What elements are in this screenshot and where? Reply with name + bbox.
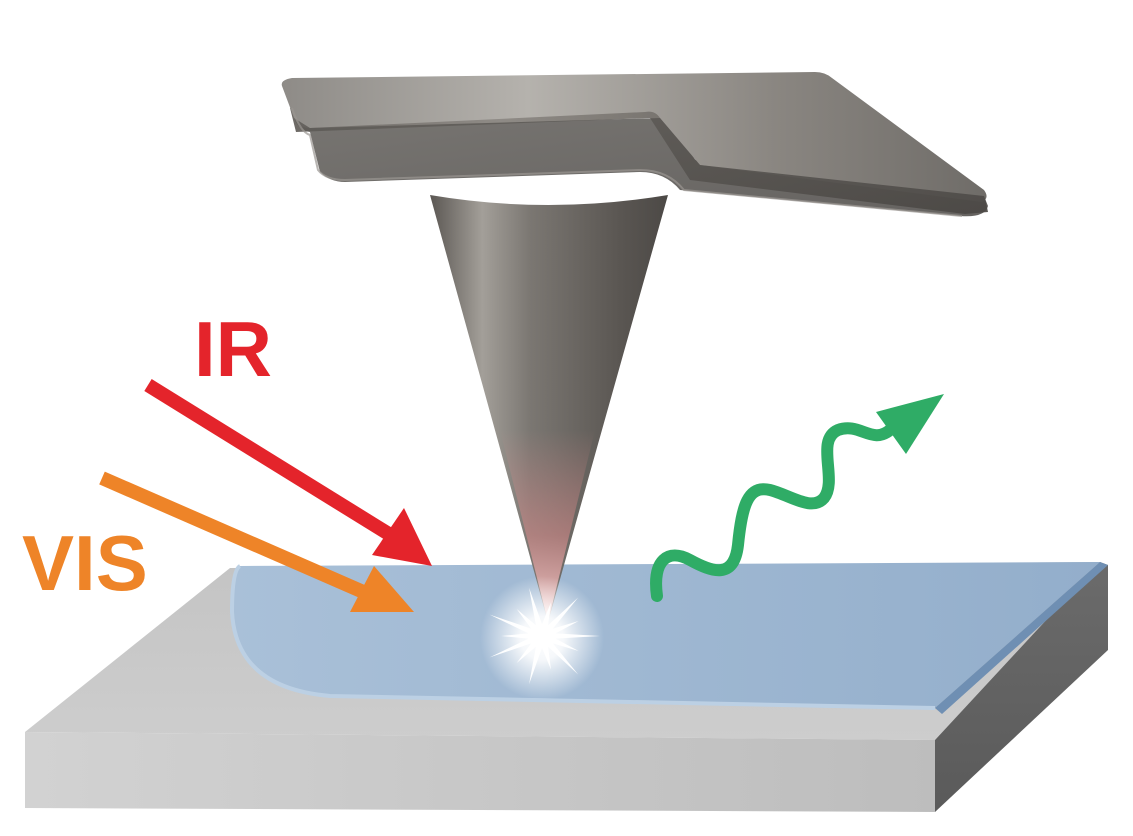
vis-beam-arrow xyxy=(99,471,414,612)
substrate-side-face xyxy=(935,562,1108,812)
film-side-edge xyxy=(935,562,1108,714)
film-edge-highlight xyxy=(229,564,936,710)
ir-beam-arrow xyxy=(144,379,432,566)
substrate-front-face xyxy=(25,732,935,812)
cantilever-front-band xyxy=(291,107,963,217)
cantilever-top-face xyxy=(281,72,987,202)
emission-wavy-arrow xyxy=(650,394,944,602)
ir-label: IR xyxy=(194,305,272,393)
probe-tip xyxy=(430,195,668,622)
tip-cone xyxy=(430,195,668,622)
cantilever-underside xyxy=(294,118,988,217)
sample-film xyxy=(229,562,1108,714)
vis-label: VIS xyxy=(22,519,148,607)
tip-glow xyxy=(500,430,595,622)
hotspot-starburst-icon xyxy=(480,576,604,700)
cantilever xyxy=(281,72,988,217)
film-top-surface xyxy=(232,562,1100,708)
